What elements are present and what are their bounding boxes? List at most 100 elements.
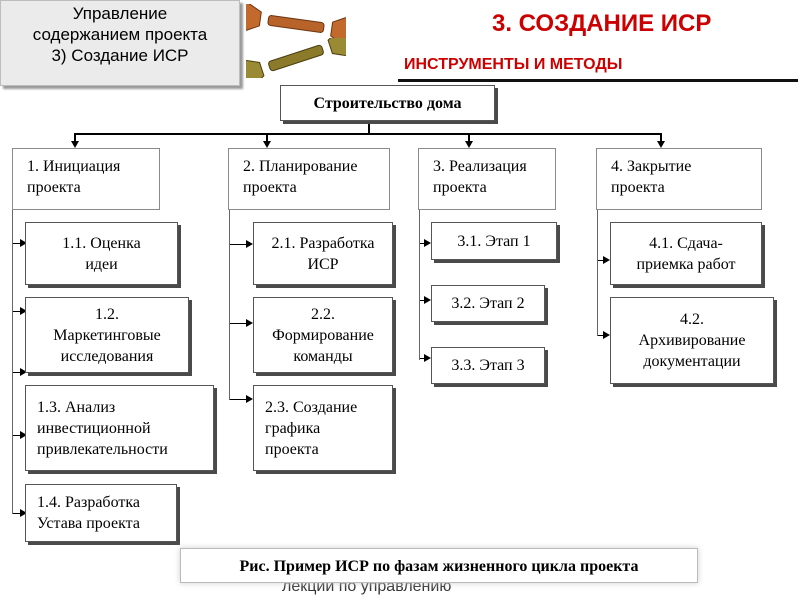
wbs-task-1-3: 1.3. Анализ инвестиционной привлекательн… bbox=[25, 385, 214, 471]
connector bbox=[420, 243, 425, 244]
wbs-task-4-1: 4.1. Сдача- приемка работ bbox=[610, 222, 762, 285]
connector-arrow bbox=[20, 509, 27, 517]
wbs-task-3-2: 3.2. Этап 2 bbox=[431, 285, 545, 322]
wbs-task-3-1: 3.1. Этап 1 bbox=[431, 222, 557, 260]
wbs-task-2-2: 2.2. Формирование команды bbox=[253, 297, 393, 373]
connector-arrow bbox=[424, 296, 431, 304]
connector bbox=[468, 133, 470, 142]
connector bbox=[13, 513, 21, 514]
connector-arrow bbox=[263, 141, 271, 148]
wbs-task-1-2: 1.2. Маркетинговые исследования bbox=[25, 297, 189, 373]
connector bbox=[598, 260, 604, 261]
task-label: проекта bbox=[265, 440, 319, 458]
connector-arrow bbox=[603, 256, 610, 264]
task-label: 1.3. Анализ bbox=[37, 398, 116, 416]
connector-arrow bbox=[465, 141, 473, 148]
topic-line-2: содержанием проекта bbox=[32, 25, 208, 44]
connector-arrow bbox=[71, 141, 79, 148]
wbs-task-1-1: 1.1. Оценка идеи bbox=[25, 222, 178, 285]
slide-title: 3. СОЗДАНИЕ ИСР bbox=[492, 10, 712, 37]
connector bbox=[420, 358, 425, 359]
task-label: Устава проекта bbox=[37, 515, 140, 532]
connector-arrow bbox=[657, 141, 665, 148]
topic-box: Управление содержанием проекта 3) Создан… bbox=[0, 0, 240, 86]
wbs-task-2-3: 2.3. Создание графика проекта bbox=[253, 385, 393, 471]
connector bbox=[74, 133, 662, 135]
phase-label: 4. Закрытие bbox=[611, 158, 692, 175]
topic-line-3: 3) Создание ИСР bbox=[51, 46, 189, 65]
task-label: Архивирование bbox=[638, 332, 746, 349]
phase-label: проекта bbox=[243, 179, 297, 196]
task-label: Формирование bbox=[272, 326, 374, 344]
connector bbox=[419, 210, 420, 360]
connector-arrow bbox=[246, 240, 253, 248]
connector-arrow bbox=[20, 431, 27, 439]
task-label: приемка работ bbox=[636, 255, 736, 273]
phase-label: проекта bbox=[611, 179, 665, 196]
task-label: 4.2. bbox=[680, 311, 704, 328]
figure-caption: Рис. Пример ИСР по фазам жизненного цикл… bbox=[180, 548, 698, 583]
subtitle-underline bbox=[398, 79, 798, 82]
task-label: привлекательности bbox=[37, 440, 168, 458]
connector bbox=[13, 435, 21, 436]
wbs-root-label: Строительство дома bbox=[313, 94, 462, 112]
connector bbox=[598, 335, 604, 336]
wbs-task-2-1: 2.1. Разработка ИСР bbox=[253, 222, 393, 285]
task-label: графика bbox=[265, 419, 321, 437]
task-label: Маркетинговые bbox=[53, 326, 161, 344]
connector-arrow bbox=[20, 239, 27, 247]
phase-label: 1. Инициация bbox=[27, 158, 121, 175]
connector-arrow bbox=[603, 331, 610, 339]
task-label: 3.1. Этап 1 bbox=[457, 232, 531, 250]
connector-arrow bbox=[424, 239, 431, 247]
connector bbox=[230, 244, 247, 245]
connector bbox=[230, 323, 247, 324]
connector bbox=[13, 243, 21, 244]
connector bbox=[13, 311, 21, 312]
connector bbox=[420, 300, 425, 301]
task-label: 3.3. Этап 3 bbox=[451, 357, 525, 374]
task-label: 1.4. Разработка bbox=[37, 494, 140, 511]
wbs-task-3-3: 3.3. Этап 3 bbox=[431, 347, 545, 384]
task-label: 1.2. bbox=[95, 305, 119, 323]
task-label: ИСР bbox=[307, 255, 339, 273]
task-label: документации bbox=[643, 353, 741, 370]
connector-arrow bbox=[20, 307, 27, 315]
slide-subtitle: ИНСТРУМЕНТЫ И МЕТОДЫ bbox=[404, 56, 623, 73]
wbs-root-node: Строительство дома bbox=[280, 85, 495, 121]
connector bbox=[74, 133, 76, 142]
connector bbox=[13, 372, 21, 373]
task-label: 2.1. Разработка bbox=[271, 234, 375, 252]
wrench-icon bbox=[246, 38, 346, 78]
phase-label: проекта bbox=[27, 179, 81, 196]
connector-arrow bbox=[20, 368, 27, 376]
connector bbox=[660, 133, 662, 142]
connector-arrow bbox=[424, 354, 431, 362]
connector bbox=[597, 210, 598, 336]
wbs-phase-3: 3. Реализация проекта bbox=[418, 148, 556, 210]
task-label: 4.1. Сдача- bbox=[649, 234, 723, 252]
task-label: идеи bbox=[85, 255, 118, 273]
wbs-phase-1: 1. Инициация проекта bbox=[12, 148, 160, 210]
task-label: 3.2. Этап 2 bbox=[451, 295, 525, 312]
task-label: инвестиционной bbox=[37, 419, 151, 437]
phase-label: 3. Реализация bbox=[433, 158, 527, 175]
wbs-task-1-4: 1.4. Разработка Устава проекта bbox=[25, 484, 177, 542]
wbs-task-4-2: 4.2. Архивирование документации bbox=[610, 297, 774, 384]
task-label: 2.3. Создание bbox=[265, 398, 358, 416]
connector bbox=[229, 210, 230, 400]
connector bbox=[368, 120, 370, 134]
task-label: исследования bbox=[60, 347, 154, 365]
task-label: 2.2. bbox=[311, 305, 335, 323]
phase-label: проекта bbox=[433, 179, 487, 196]
topic-line-1: Управление bbox=[72, 4, 168, 23]
connector bbox=[266, 133, 268, 142]
wbs-phase-4: 4. Закрытие проекта bbox=[596, 148, 762, 210]
task-label: 1.1. Оценка bbox=[62, 234, 141, 252]
connector bbox=[230, 399, 247, 400]
connector-arrow bbox=[246, 319, 253, 327]
phase-label: 2. Планирование bbox=[243, 158, 358, 175]
task-label: команды bbox=[293, 347, 353, 365]
wbs-phase-2: 2. Планирование проекта bbox=[228, 148, 390, 210]
connector-arrow bbox=[246, 395, 253, 403]
